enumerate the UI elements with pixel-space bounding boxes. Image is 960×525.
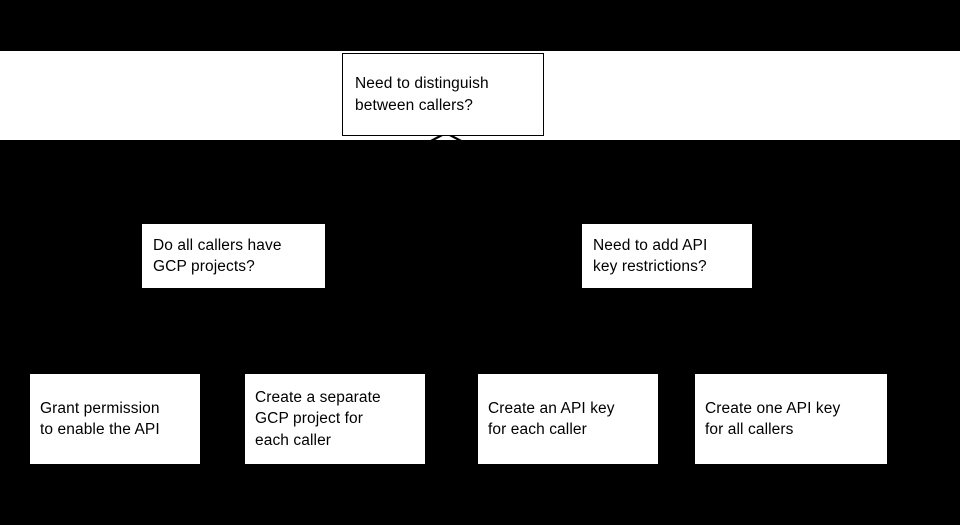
node-create-one-api-key-for-all-callers[interactable]: Create one API key for all callers (695, 374, 887, 464)
node-label: Create one API key for all callers (705, 399, 841, 438)
node-do-all-callers-have-gcp-projects[interactable]: Do all callers have GCP projects? (142, 224, 325, 288)
node-label: Do all callers have GCP projects? (153, 236, 282, 275)
node-create-separate-gcp-project-for-each-caller[interactable]: Create a separate GCP project for each c… (245, 374, 425, 464)
node-grant-permission-to-enable-api[interactable]: Grant permission to enable the API (30, 374, 200, 464)
node-label: Create a separate GCP project for each c… (255, 388, 381, 449)
node-need-to-distinguish-callers[interactable]: Need to distinguish between callers? (342, 53, 544, 136)
node-create-api-key-for-each-caller[interactable]: Create an API key for each caller (478, 374, 658, 464)
node-label: Grant permission to enable the API (40, 399, 160, 438)
node-label: Create an API key for each caller (488, 399, 615, 438)
node-label: Need to distinguish between callers? (355, 75, 489, 114)
node-need-to-add-api-key-restrictions[interactable]: Need to add API key restrictions? (582, 224, 752, 288)
node-label: Need to add API key restrictions? (593, 236, 708, 275)
